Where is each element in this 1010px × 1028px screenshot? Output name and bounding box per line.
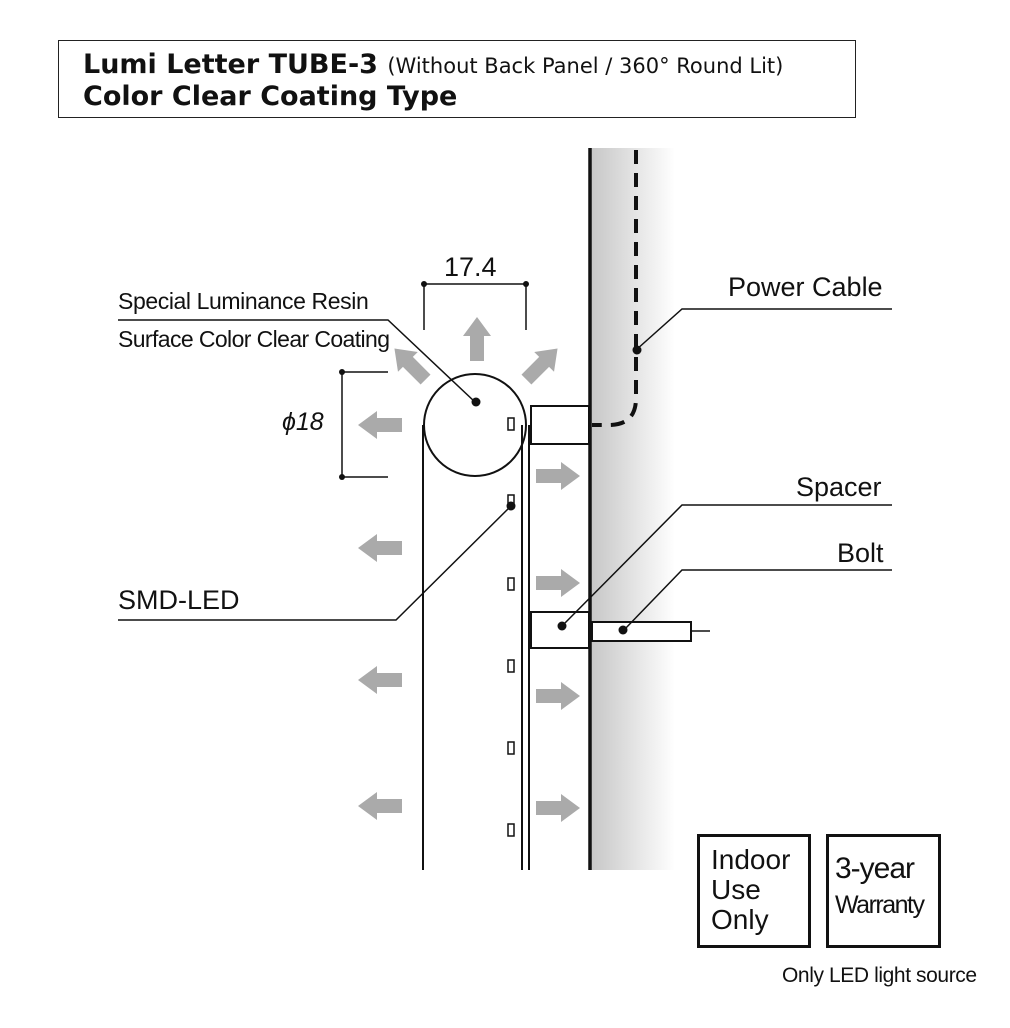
dimension-width	[423, 283, 527, 330]
title-subtitle: (Without Back Panel / 360° Round Lit)	[387, 54, 784, 78]
badge-indoor-use-only: Indoor Use Only	[697, 834, 811, 948]
label-dimension-width: 17.4	[444, 252, 497, 282]
label-dimension-diameter: ϕ18	[282, 408, 324, 436]
title-line-1: Lumi Letter TUBE-3 (Without Back Panel /…	[83, 49, 855, 82]
footnote: Only LED light source	[782, 964, 977, 987]
light-arrow	[358, 666, 402, 694]
light-arrow	[521, 348, 558, 385]
label-power-cable: Power Cable	[728, 272, 883, 302]
tube-head	[423, 373, 527, 477]
title-main: Lumi Letter TUBE-3	[83, 49, 378, 80]
bolt-shaft	[591, 621, 692, 642]
dimension-diameter	[341, 371, 388, 478]
badge-indoor-line-2: Use	[711, 874, 761, 905]
badge-warranty-line-2: Warranty	[835, 891, 925, 919]
label-smd-led: SMD-LED	[118, 585, 240, 615]
light-arrow	[536, 794, 580, 822]
title-box: Lumi Letter TUBE-3 (Without Back Panel /…	[58, 40, 856, 118]
smd-led-chips	[507, 417, 515, 837]
badge-warranty-line-1: 3-year	[835, 852, 915, 885]
badge-indoor-line-1: Indoor	[711, 844, 791, 875]
light-arrow	[536, 462, 580, 490]
label-resin-line1: Special Luminance Resin	[118, 288, 369, 314]
label-spacer: Spacer	[796, 472, 882, 502]
light-arrow	[394, 348, 431, 385]
label-bolt: Bolt	[837, 538, 884, 568]
leader-dots	[471, 345, 642, 635]
light-arrow	[463, 317, 491, 361]
badge-warranty: 3-year Warranty	[826, 834, 941, 948]
badge-indoor-line-3: Only	[711, 904, 769, 935]
light-arrow	[358, 534, 402, 562]
wall	[590, 148, 675, 870]
label-resin-line2: Surface Color Clear Coating	[118, 326, 390, 352]
light-arrows	[358, 317, 580, 822]
light-arrow	[536, 569, 580, 597]
light-arrow	[358, 792, 402, 820]
title-line-2: Color Clear Coating Type	[83, 81, 458, 112]
cable-connector	[530, 405, 590, 445]
leader-lines	[118, 308, 892, 632]
light-arrow	[536, 682, 580, 710]
light-arrow	[358, 411, 402, 439]
tube-body	[422, 425, 530, 870]
